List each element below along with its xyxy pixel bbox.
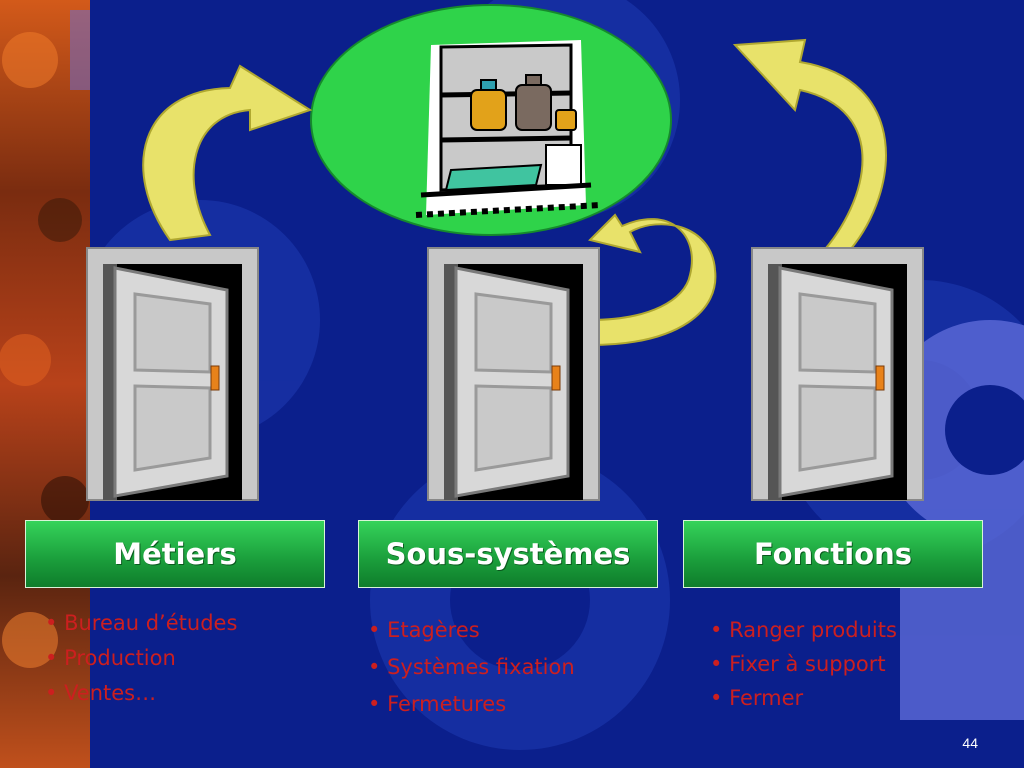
door-icon-fonctions (751, 247, 924, 501)
page-number: 44 (962, 735, 978, 751)
sous-systemes-list: Etagères Systèmes fixation Fermetures (368, 612, 575, 723)
header-fonctions: Fonctions (683, 520, 983, 588)
metiers-list: Bureau d’études Production Ventes… (45, 606, 237, 711)
header-sous-systemes: Sous-systèmes (358, 520, 658, 588)
fonctions-list: Ranger produits Fixer à support Fermer (710, 613, 897, 715)
list-item: Etagères (368, 612, 575, 649)
list-item: Systèmes fixation (368, 649, 575, 686)
list-item: Production (45, 641, 237, 676)
door-icon-sous-systemes (427, 247, 600, 501)
storage-shelf-icon (310, 4, 672, 236)
list-item: Fixer à support (710, 647, 897, 681)
list-item: Ranger produits (710, 613, 897, 647)
list-item: Ventes… (45, 676, 237, 711)
list-item: Fermetures (368, 686, 575, 723)
door-icon-metiers (86, 247, 259, 501)
header-metiers: Métiers (25, 520, 325, 588)
list-item: Fermer (710, 681, 897, 715)
list-item: Bureau d’études (45, 606, 237, 641)
curved-arrow-icon (142, 38, 887, 347)
